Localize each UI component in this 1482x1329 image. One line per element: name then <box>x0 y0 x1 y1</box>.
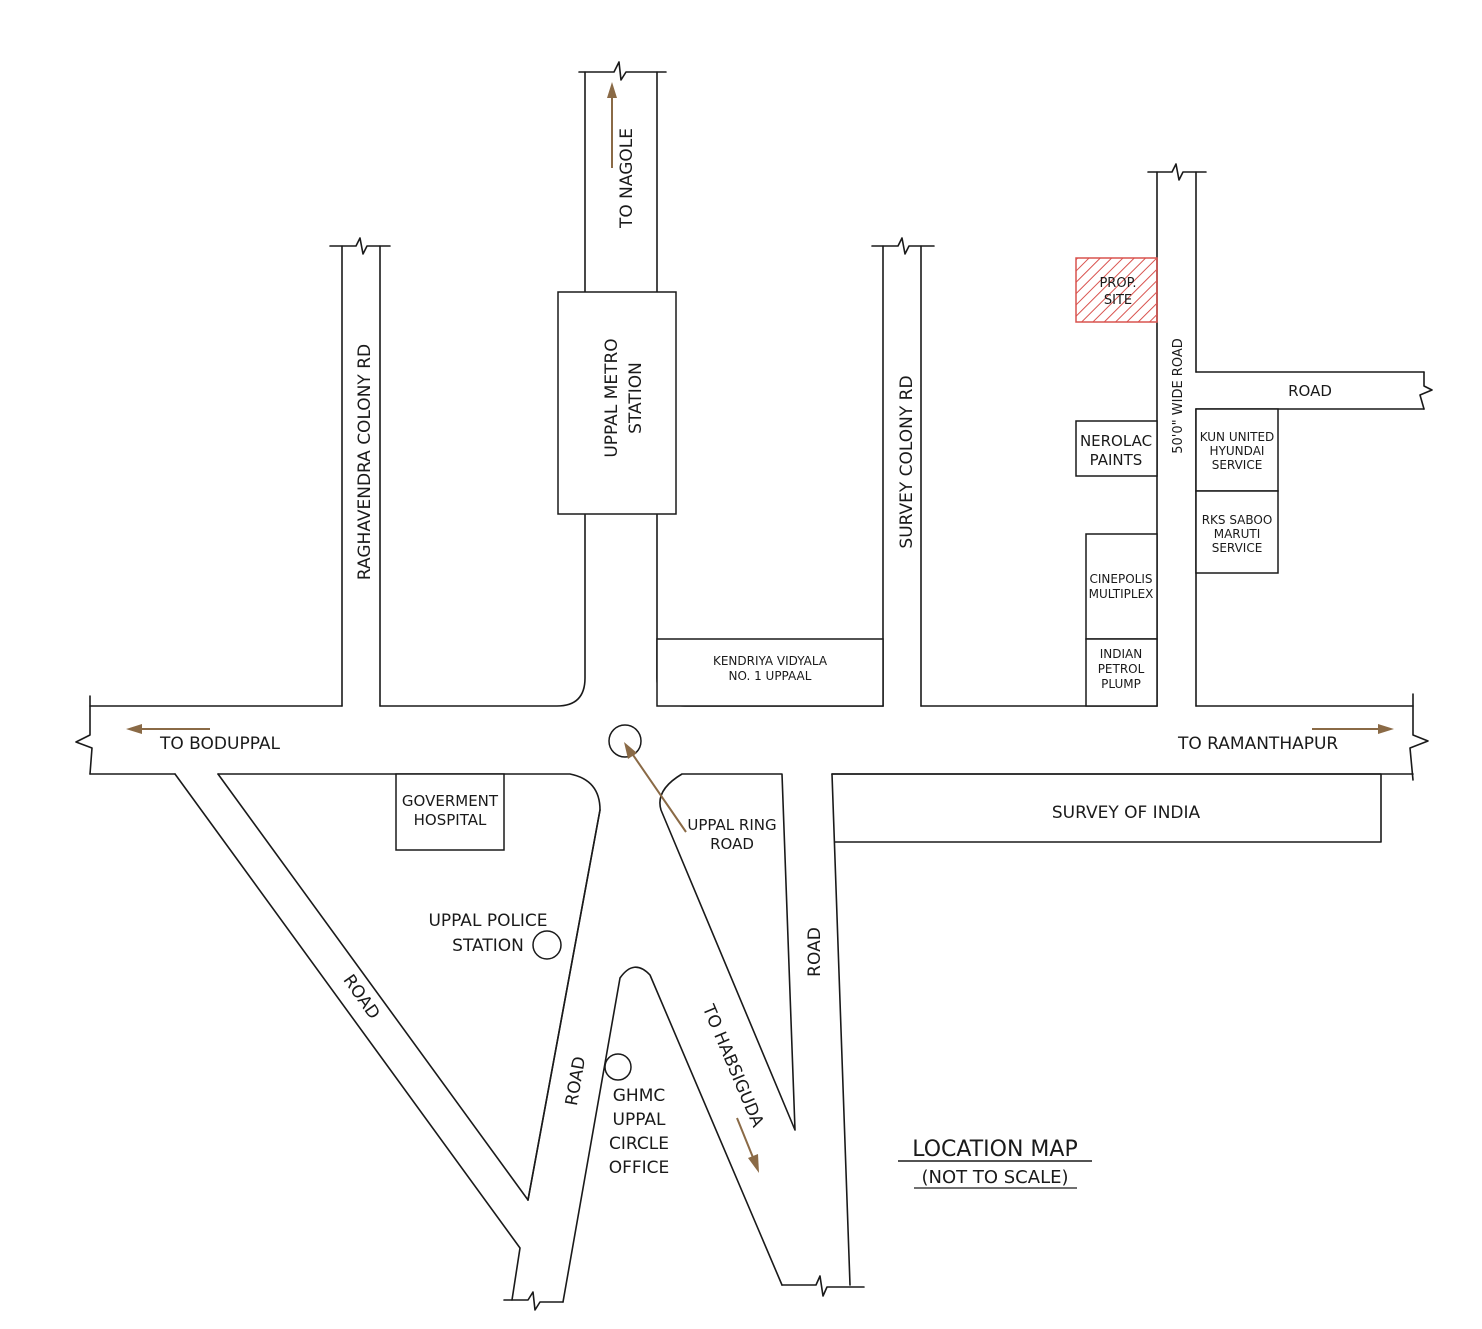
nerolac-label-2: PAINTS <box>1090 451 1143 469</box>
rks-maruti-box <box>1195 490 1279 574</box>
label-wide-road: 50'0" WIDE ROAD <box>1171 338 1186 453</box>
map-title-block: LOCATION MAP (NOT TO SCALE) <box>898 1137 1092 1189</box>
se-road <box>831 773 851 1286</box>
raghavendra-road <box>341 245 381 707</box>
petrol-pump-box <box>1085 638 1158 707</box>
landmark-labels: UPPAL METRO STATION PROP. SITE NEROLAC P… <box>402 276 1274 1178</box>
label-road-se: ROAD <box>805 927 825 977</box>
label-road-east: ROAD <box>1288 382 1332 400</box>
label-raghavendra: RAGHAVENDRA COLONY RD <box>355 344 375 580</box>
arrowhead-nagole-icon <box>607 82 617 98</box>
arrowhead-boduppal-icon <box>126 724 142 734</box>
kv-label-2: NO. 1 UPPAAL <box>729 669 812 683</box>
petrol-label-2: PETROL <box>1098 662 1145 676</box>
se-road-break <box>781 1275 865 1297</box>
east-break-line <box>1409 693 1429 781</box>
middle-road <box>562 966 783 1303</box>
arrowhead-ring-road-icon <box>624 742 637 759</box>
map-title: LOCATION MAP <box>912 1137 1077 1162</box>
rks-label-3: SERVICE <box>1212 541 1263 555</box>
map-subtitle: (NOT TO SCALE) <box>922 1167 1069 1188</box>
survey-india-label: SURVEY OF INDIA <box>1052 803 1201 823</box>
label-to-ramanthapur: TO RAMANTHAPUR <box>1177 734 1338 754</box>
nagole-road <box>584 71 658 293</box>
sw-road-bottom-break <box>503 1291 564 1311</box>
cinepolis-label-2: MULTIPLEX <box>1089 587 1154 601</box>
survey-colony-road <box>882 245 922 707</box>
ghmc-label-3: CIRCLE <box>609 1134 669 1154</box>
nerolac-box <box>1075 420 1158 477</box>
metro-label-1: UPPAL METRO <box>602 338 622 457</box>
ring-road-circle <box>608 724 642 758</box>
rks-label-2: MARUTI <box>1214 527 1261 541</box>
rks-label-1: RKS SABOO <box>1202 513 1273 527</box>
police-station-circle <box>532 930 562 960</box>
hospital-box <box>395 773 505 851</box>
kv-label-1: KENDRIYA VIDYALA <box>713 654 828 668</box>
hospital-label-1: GOVERMENT <box>402 792 499 810</box>
petrol-label-1: INDIAN <box>1100 647 1142 661</box>
prop-site-label-1: PROP. <box>1099 276 1136 291</box>
wide-road-break <box>1147 163 1207 181</box>
petrol-label-3: PLUMP <box>1101 677 1141 691</box>
ghmc-label-4: OFFICE <box>609 1158 670 1178</box>
kun-label-3: SERVICE <box>1212 458 1263 472</box>
metro-station-box <box>557 291 677 515</box>
arrow-habsiguda-icon <box>736 1117 755 1161</box>
kun-label-1: KUN UNITED <box>1200 430 1275 444</box>
nerolac-label-1: NEROLAC <box>1080 432 1152 450</box>
landmarks <box>395 257 1382 1081</box>
east-side-break <box>1419 371 1433 410</box>
arrowhead-habsiguda-icon <box>748 1154 759 1173</box>
ghmc-office-circle <box>604 1053 632 1081</box>
kendriya-vidyala-box <box>656 638 884 707</box>
raghavendra-break <box>329 237 391 255</box>
sw-road <box>174 773 529 1301</box>
sw-road-inner <box>527 809 601 1201</box>
ghmc-label-2: UPPAL <box>613 1110 666 1130</box>
road-labels: TO NAGOLE RAGHAVENDRA COLONY RD SURVEY C… <box>159 128 1338 1130</box>
metro-label-2: STATION <box>626 362 646 434</box>
label-road-sw: ROAD <box>339 971 384 1023</box>
kun-hyundai-box <box>1195 408 1279 492</box>
label-ring-road-2: ROAD <box>710 835 754 853</box>
kun-label-2: HYUNDAI <box>1210 444 1265 458</box>
ghmc-label-1: GHMC <box>613 1086 666 1106</box>
arrow-ring-road-icon <box>630 751 687 833</box>
cinepolis-box <box>1085 533 1158 640</box>
label-ring-road-1: UPPAL RING <box>687 816 776 834</box>
prop-site-label-2: SITE <box>1104 293 1132 308</box>
label-survey-colony: SURVEY COLONY RD <box>897 375 917 548</box>
survey-colony-break <box>871 237 935 255</box>
label-road-mid: ROAD <box>562 1055 590 1107</box>
nagole-break <box>578 61 667 81</box>
arrowhead-ramanthapur-icon <box>1378 724 1394 734</box>
cinepolis-label-1: CINEPOLIS <box>1090 572 1153 586</box>
direction-arrows <box>126 82 1394 1173</box>
label-to-nagole: TO NAGOLE <box>617 128 637 229</box>
prop-site-box <box>1075 257 1158 323</box>
survey-of-india-box <box>831 773 1382 843</box>
police-label-1: UPPAL POLICE <box>428 911 547 931</box>
label-to-boduppal: TO BODUPPAL <box>159 734 280 754</box>
police-label-2: STATION <box>452 936 524 956</box>
hospital-label-2: HOSPITAL <box>414 811 487 829</box>
west-break-line <box>75 695 93 775</box>
